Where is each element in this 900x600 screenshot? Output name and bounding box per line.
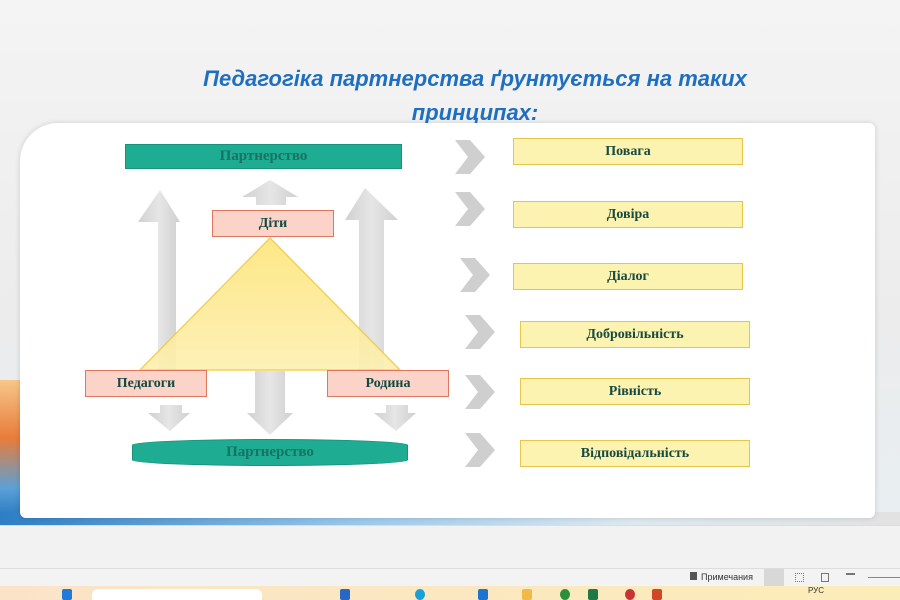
chevron	[455, 140, 485, 174]
powerpoint-icon[interactable]	[652, 589, 662, 600]
notes-area[interactable]	[0, 525, 900, 568]
chevron	[465, 315, 495, 349]
arrow-down-center	[247, 371, 293, 435]
excel-icon[interactable]	[588, 589, 598, 600]
slide-title-line1: Педагогіка партнерства ґрунтується на та…	[203, 66, 747, 91]
status-bar: Примечания	[0, 568, 900, 586]
slide-decoration	[0, 380, 22, 525]
diagram-graphics	[138, 140, 495, 467]
principle-dialogue: Діалог	[513, 263, 743, 290]
chevron	[465, 433, 495, 467]
slide-title-line2: принципах:	[411, 100, 539, 123]
triangle	[138, 236, 402, 371]
mail-icon[interactable]	[478, 589, 488, 600]
chevron	[465, 375, 495, 409]
slideshow-button[interactable]	[846, 573, 855, 582]
language-indicator[interactable]: РУС	[808, 586, 825, 595]
arrow-up-center	[242, 180, 298, 205]
arrow-down-left	[148, 405, 190, 431]
children-box: Діти	[212, 210, 334, 237]
folder-icon[interactable]	[522, 589, 532, 600]
principle-responsibility: Відповідальність	[520, 440, 750, 467]
partnership-bottom-box: Партнерство	[132, 439, 408, 466]
chevron	[455, 192, 485, 226]
app-icon[interactable]	[340, 589, 350, 600]
slide-sorter-button[interactable]	[795, 573, 804, 582]
notes-icon	[690, 572, 697, 580]
avatar-icon[interactable]	[625, 589, 635, 600]
family-box: Родина	[327, 370, 449, 397]
normal-view-button[interactable]	[764, 569, 784, 586]
arrow-up-left	[138, 190, 180, 375]
diagram-panel: Партнерство Партнерство Діти Педагоги Ро…	[20, 123, 875, 518]
taskbar: РУС	[0, 586, 900, 600]
teachers-box: Педагоги	[85, 370, 207, 397]
search-box[interactable]	[92, 589, 262, 600]
principle-trust: Довіра	[513, 201, 743, 228]
edge-icon[interactable]	[415, 589, 425, 600]
chevron	[460, 258, 490, 292]
reading-view-button[interactable]	[821, 573, 829, 582]
principle-respect: Повага	[513, 138, 743, 165]
partnership-top-box: Партнерство	[125, 144, 402, 169]
principle-voluntariness: Добровільність	[520, 321, 750, 348]
arrow-down-right	[374, 405, 416, 431]
principle-equality: Рівність	[520, 378, 750, 405]
arrow-up-right	[345, 188, 398, 373]
notes-button[interactable]: Примечания	[701, 572, 753, 582]
zoom-slider[interactable]	[868, 577, 900, 578]
start-icon[interactable]	[62, 589, 72, 600]
chrome-icon[interactable]	[560, 589, 570, 600]
